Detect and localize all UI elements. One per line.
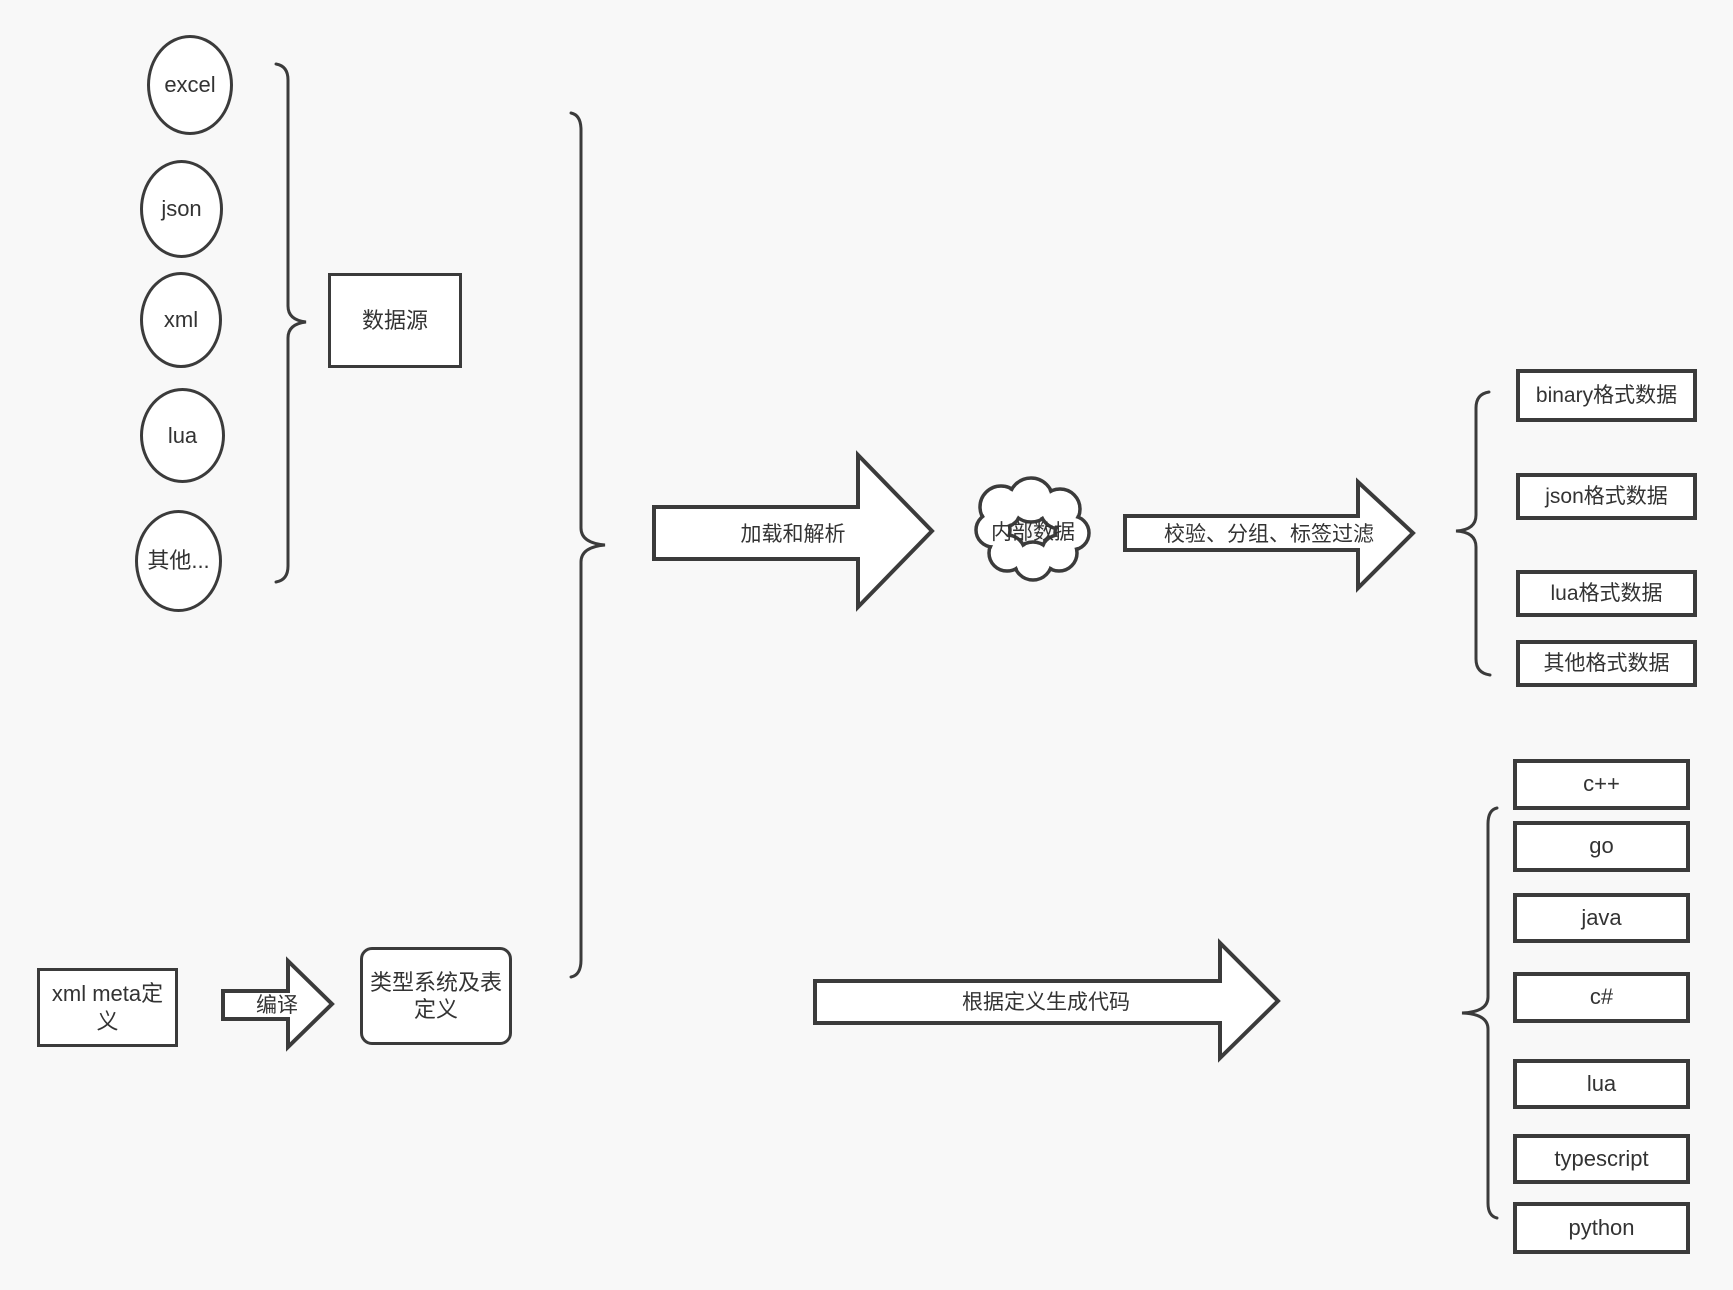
language-box-cpp: c++ [1513, 759, 1690, 810]
generate-code-arrow-label: 根据定义生成代码 [962, 991, 1130, 1014]
source-label: lua [167, 422, 198, 448]
xml-meta-label: xml meta定义 [51, 981, 164, 1034]
type-system-box: 类型系统及表定义 [360, 947, 512, 1045]
source-label: xml [163, 307, 199, 333]
source-node-lua: lua [140, 388, 225, 483]
format-box-other: 其他格式数据 [1516, 640, 1697, 687]
language-label: c++ [1583, 771, 1620, 797]
filter-arrow-label: 校验、分组、标签过滤 [1164, 523, 1374, 546]
formats-brace [1455, 390, 1492, 677]
language-label: c# [1589, 984, 1614, 1010]
format-box-json: json格式数据 [1516, 473, 1697, 520]
language-label: python [1568, 1214, 1635, 1240]
source-node-json: json [140, 160, 223, 258]
internal-data-cloud [974, 476, 1091, 582]
compile-arrow-label: 编译 [256, 994, 298, 1017]
compile-arrow [221, 956, 335, 1052]
data-source-group-box: 数据源 [328, 273, 462, 368]
load-parse-arrow-label: 加载和解析 [740, 523, 846, 546]
language-box-java: java [1513, 893, 1690, 943]
language-box-go: go [1513, 821, 1690, 872]
load-parse-arrow [652, 450, 935, 612]
source-node-other: 其他... [135, 510, 222, 612]
language-label: lua [1586, 1070, 1617, 1096]
language-box-lua: lua [1513, 1059, 1690, 1109]
languages-brace [1461, 806, 1499, 1220]
language-label: java [1581, 904, 1622, 930]
filter-arrow [1123, 477, 1416, 593]
type-system-label: 类型系统及表定义 [369, 969, 502, 1023]
format-box-binary: binary格式数据 [1516, 369, 1697, 422]
format-label: binary格式数据 [1535, 383, 1678, 407]
sources-brace [274, 62, 307, 584]
language-box-typescript: typescript [1513, 1134, 1690, 1184]
format-label: json格式数据 [1545, 484, 1668, 508]
internal-data-label: 内部数据 [991, 521, 1075, 544]
language-box-csharp: c# [1513, 972, 1690, 1023]
language-label: go [1589, 833, 1614, 859]
source-label: excel [164, 72, 216, 98]
source-label: json [161, 196, 202, 222]
format-box-lua: lua格式数据 [1516, 570, 1697, 617]
source-label: 其他... [147, 548, 210, 574]
source-node-excel: excel [147, 35, 233, 135]
xml-meta-box: xml meta定义 [37, 968, 178, 1047]
language-box-python: python [1513, 1202, 1690, 1254]
data-source-group-label: 数据源 [361, 307, 428, 333]
generate-code-arrow [813, 938, 1281, 1063]
inputs-big-brace [569, 111, 606, 979]
source-node-xml: xml [140, 272, 222, 368]
language-label: typescript [1554, 1145, 1649, 1171]
format-label: 其他格式数据 [1543, 651, 1670, 675]
format-label: lua格式数据 [1550, 581, 1663, 605]
